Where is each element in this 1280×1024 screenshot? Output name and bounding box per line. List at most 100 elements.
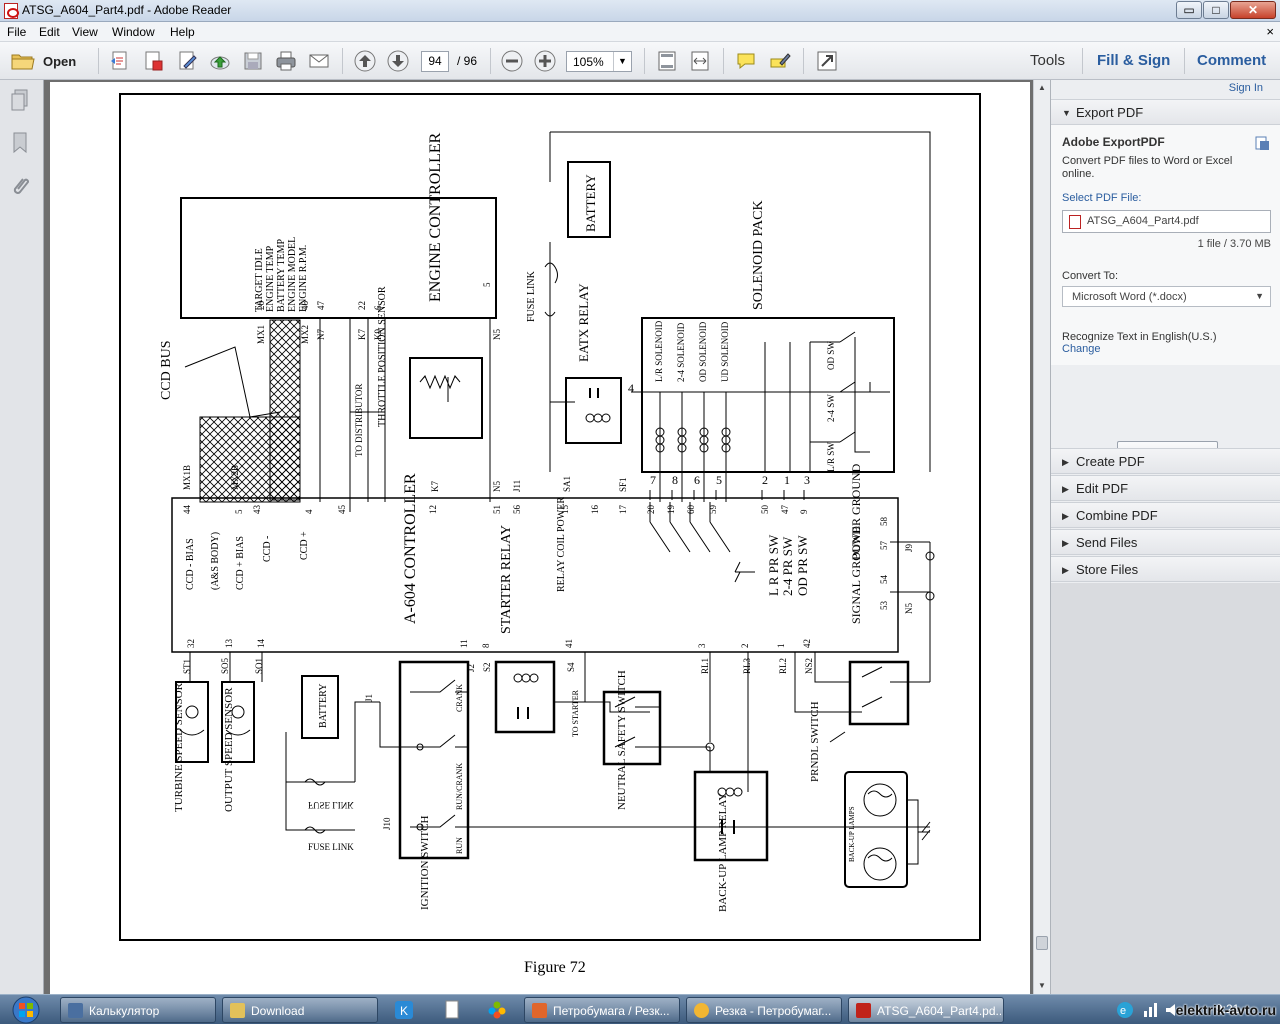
ccd-plus-bias-text: CCD + BIAS	[235, 536, 246, 590]
solenoid-num-8: 8	[672, 473, 678, 487]
solenoid-num-3: 3	[804, 473, 810, 487]
tray-network-icon[interactable]	[1140, 999, 1162, 1021]
battery-box-top	[567, 161, 611, 238]
send-files-header[interactable]: ▶ Send Files	[1051, 529, 1280, 555]
menu-view[interactable]: View	[72, 25, 98, 39]
crank-text: CRANK	[455, 684, 464, 712]
minimize-button[interactable]: ▭	[1176, 1, 1202, 19]
close-icon: ✕	[1247, 3, 1259, 17]
solenoid-num-1: 1	[784, 473, 790, 487]
wire-s4: S4	[566, 662, 576, 672]
pin-3: 3	[697, 643, 707, 648]
taskbar-item-browser-1[interactable]: Петробумага / Резк...	[524, 997, 680, 1023]
highlight-button[interactable]	[768, 49, 792, 73]
zoom-select[interactable]: 105% ▼	[566, 51, 632, 72]
document-close-icon[interactable]: ×	[1266, 24, 1274, 39]
convert-to-select[interactable]: Microsoft Word (*.docx) ▼	[1062, 286, 1271, 307]
quick-launch-document-icon[interactable]	[441, 999, 463, 1021]
taskbar-item-calculator[interactable]: Калькулятор	[60, 997, 216, 1023]
recognize-text-label: Recognize Text in English(U.S.)	[1062, 331, 1217, 343]
edit-pdf-button[interactable]	[175, 49, 199, 73]
solenoid-pack-text: SOLENOID PACK	[751, 200, 766, 310]
page-thumbnails-button[interactable]	[8, 88, 32, 114]
backup-lamp-relay-box	[693, 770, 769, 862]
menu-edit[interactable]: Edit	[39, 25, 60, 39]
wire-so5: SO5	[220, 657, 230, 674]
menu-window[interactable]: Window	[112, 25, 155, 39]
next-page-button[interactable]	[386, 49, 410, 73]
edit-pdf-header[interactable]: ▶ Edit PDF	[1051, 475, 1280, 501]
fit-page-button[interactable]	[655, 49, 679, 73]
bookmarks-button[interactable]	[8, 130, 32, 156]
upload-button[interactable]	[208, 49, 232, 73]
tray-browser-icon[interactable]: e	[1114, 999, 1136, 1021]
send-files-label: Send Files	[1076, 535, 1138, 550]
bookmark-icon	[13, 132, 27, 154]
page-total: / 96	[457, 54, 478, 68]
email-button[interactable]	[307, 49, 331, 73]
scroll-up-icon[interactable]: ▲	[1038, 83, 1046, 92]
engine-pin-47: 47	[316, 301, 326, 311]
taskbar-item-adobe-reader[interactable]: ATSG_A604_Part4.pd...	[848, 997, 1004, 1023]
svg-text:K: K	[400, 1004, 408, 1018]
zoom-value: 105%	[573, 55, 604, 69]
starter-relay-box	[494, 660, 556, 734]
pin-5: 5	[234, 509, 244, 514]
taskbar-item-browser-2[interactable]: Резка - Петробумаг...	[686, 997, 842, 1023]
pin-60: 60	[686, 505, 696, 515]
open-button[interactable]: Open	[8, 49, 88, 73]
start-button-icon[interactable]	[6, 995, 46, 1024]
save-button[interactable]	[241, 49, 265, 73]
export-pdf-header[interactable]: ▼ Export PDF	[1051, 99, 1280, 125]
scroll-thumb[interactable]	[1036, 936, 1048, 950]
wire-st1: ST1	[182, 659, 192, 674]
tab-tools[interactable]: Tools	[1030, 52, 1066, 69]
attachments-button[interactable]	[8, 174, 32, 200]
engine-temp-text: ENGINE TEMP	[265, 245, 276, 312]
export-pdf-button[interactable]	[141, 49, 165, 73]
scroll-down-icon[interactable]: ▼	[1038, 981, 1046, 990]
power-ground-text: POWER GROUND	[849, 463, 863, 560]
tab-fill-sign[interactable]: Fill & Sign	[1097, 52, 1171, 69]
maximize-button[interactable]: □	[1203, 1, 1229, 19]
clock[interactable]: 9:21	[1216, 1002, 1240, 1016]
store-files-header[interactable]: ▶ Store Files	[1051, 556, 1280, 582]
lr-pr-sw-text: L R PR SW	[766, 534, 781, 596]
previous-page-button[interactable]	[353, 49, 377, 73]
expand-button[interactable]	[815, 49, 839, 73]
od-pr-sw-text: OD PR SW	[795, 535, 810, 596]
zoom-out-button[interactable]	[500, 49, 524, 73]
print-button[interactable]	[274, 49, 298, 73]
file-count: 1 file / 3.70 MB	[1197, 238, 1271, 250]
fit-width-button[interactable]	[688, 49, 712, 73]
engine-model-text: ENGINE MODEL	[287, 237, 298, 312]
select-pdf-label: Select PDF File:	[1062, 192, 1142, 204]
pin-45: 45	[337, 505, 347, 515]
solenoid-pack-box	[641, 317, 895, 473]
quick-launch-k-icon[interactable]: K	[393, 999, 415, 1021]
zoom-in-button[interactable]	[533, 49, 557, 73]
quick-launch-flower-icon[interactable]	[486, 999, 508, 1021]
pdf-file-field[interactable]: ATSG_A604_Part4.pdf	[1062, 210, 1271, 233]
menu-help[interactable]: Help	[170, 25, 195, 39]
sign-in-link[interactable]: Sign In	[1228, 82, 1263, 94]
close-button[interactable]: ✕	[1230, 1, 1276, 19]
vertical-scrollbar[interactable]: ▲ ▼	[1033, 80, 1050, 994]
engine-controller-box	[180, 197, 497, 319]
export-info-icon[interactable]	[1254, 135, 1270, 151]
create-pdf-button[interactable]	[108, 49, 132, 73]
change-link[interactable]: Change	[1062, 343, 1101, 355]
tab-comment[interactable]: Comment	[1197, 52, 1267, 69]
taskbar-item-download[interactable]: Download	[222, 997, 378, 1023]
pin-57: 57	[879, 541, 889, 551]
page-number-input[interactable]: 94	[421, 51, 449, 72]
sticky-note-button[interactable]	[734, 49, 758, 73]
menu-bar: File Edit View Window Help ×	[0, 22, 1280, 42]
tray-volume-icon[interactable]	[1162, 999, 1184, 1021]
menu-file[interactable]: File	[7, 25, 27, 39]
combine-pdf-header[interactable]: ▶ Combine PDF	[1051, 502, 1280, 528]
a604-controller-text: A-604 CONTROLLER	[402, 473, 419, 624]
throttle-position-sensor-box	[409, 357, 483, 439]
document-view[interactable]: ENGINE CONTROLLER TARGET IDLE ENGINE TEM…	[44, 80, 1050, 994]
create-pdf-header[interactable]: ▶ Create PDF	[1051, 448, 1280, 474]
